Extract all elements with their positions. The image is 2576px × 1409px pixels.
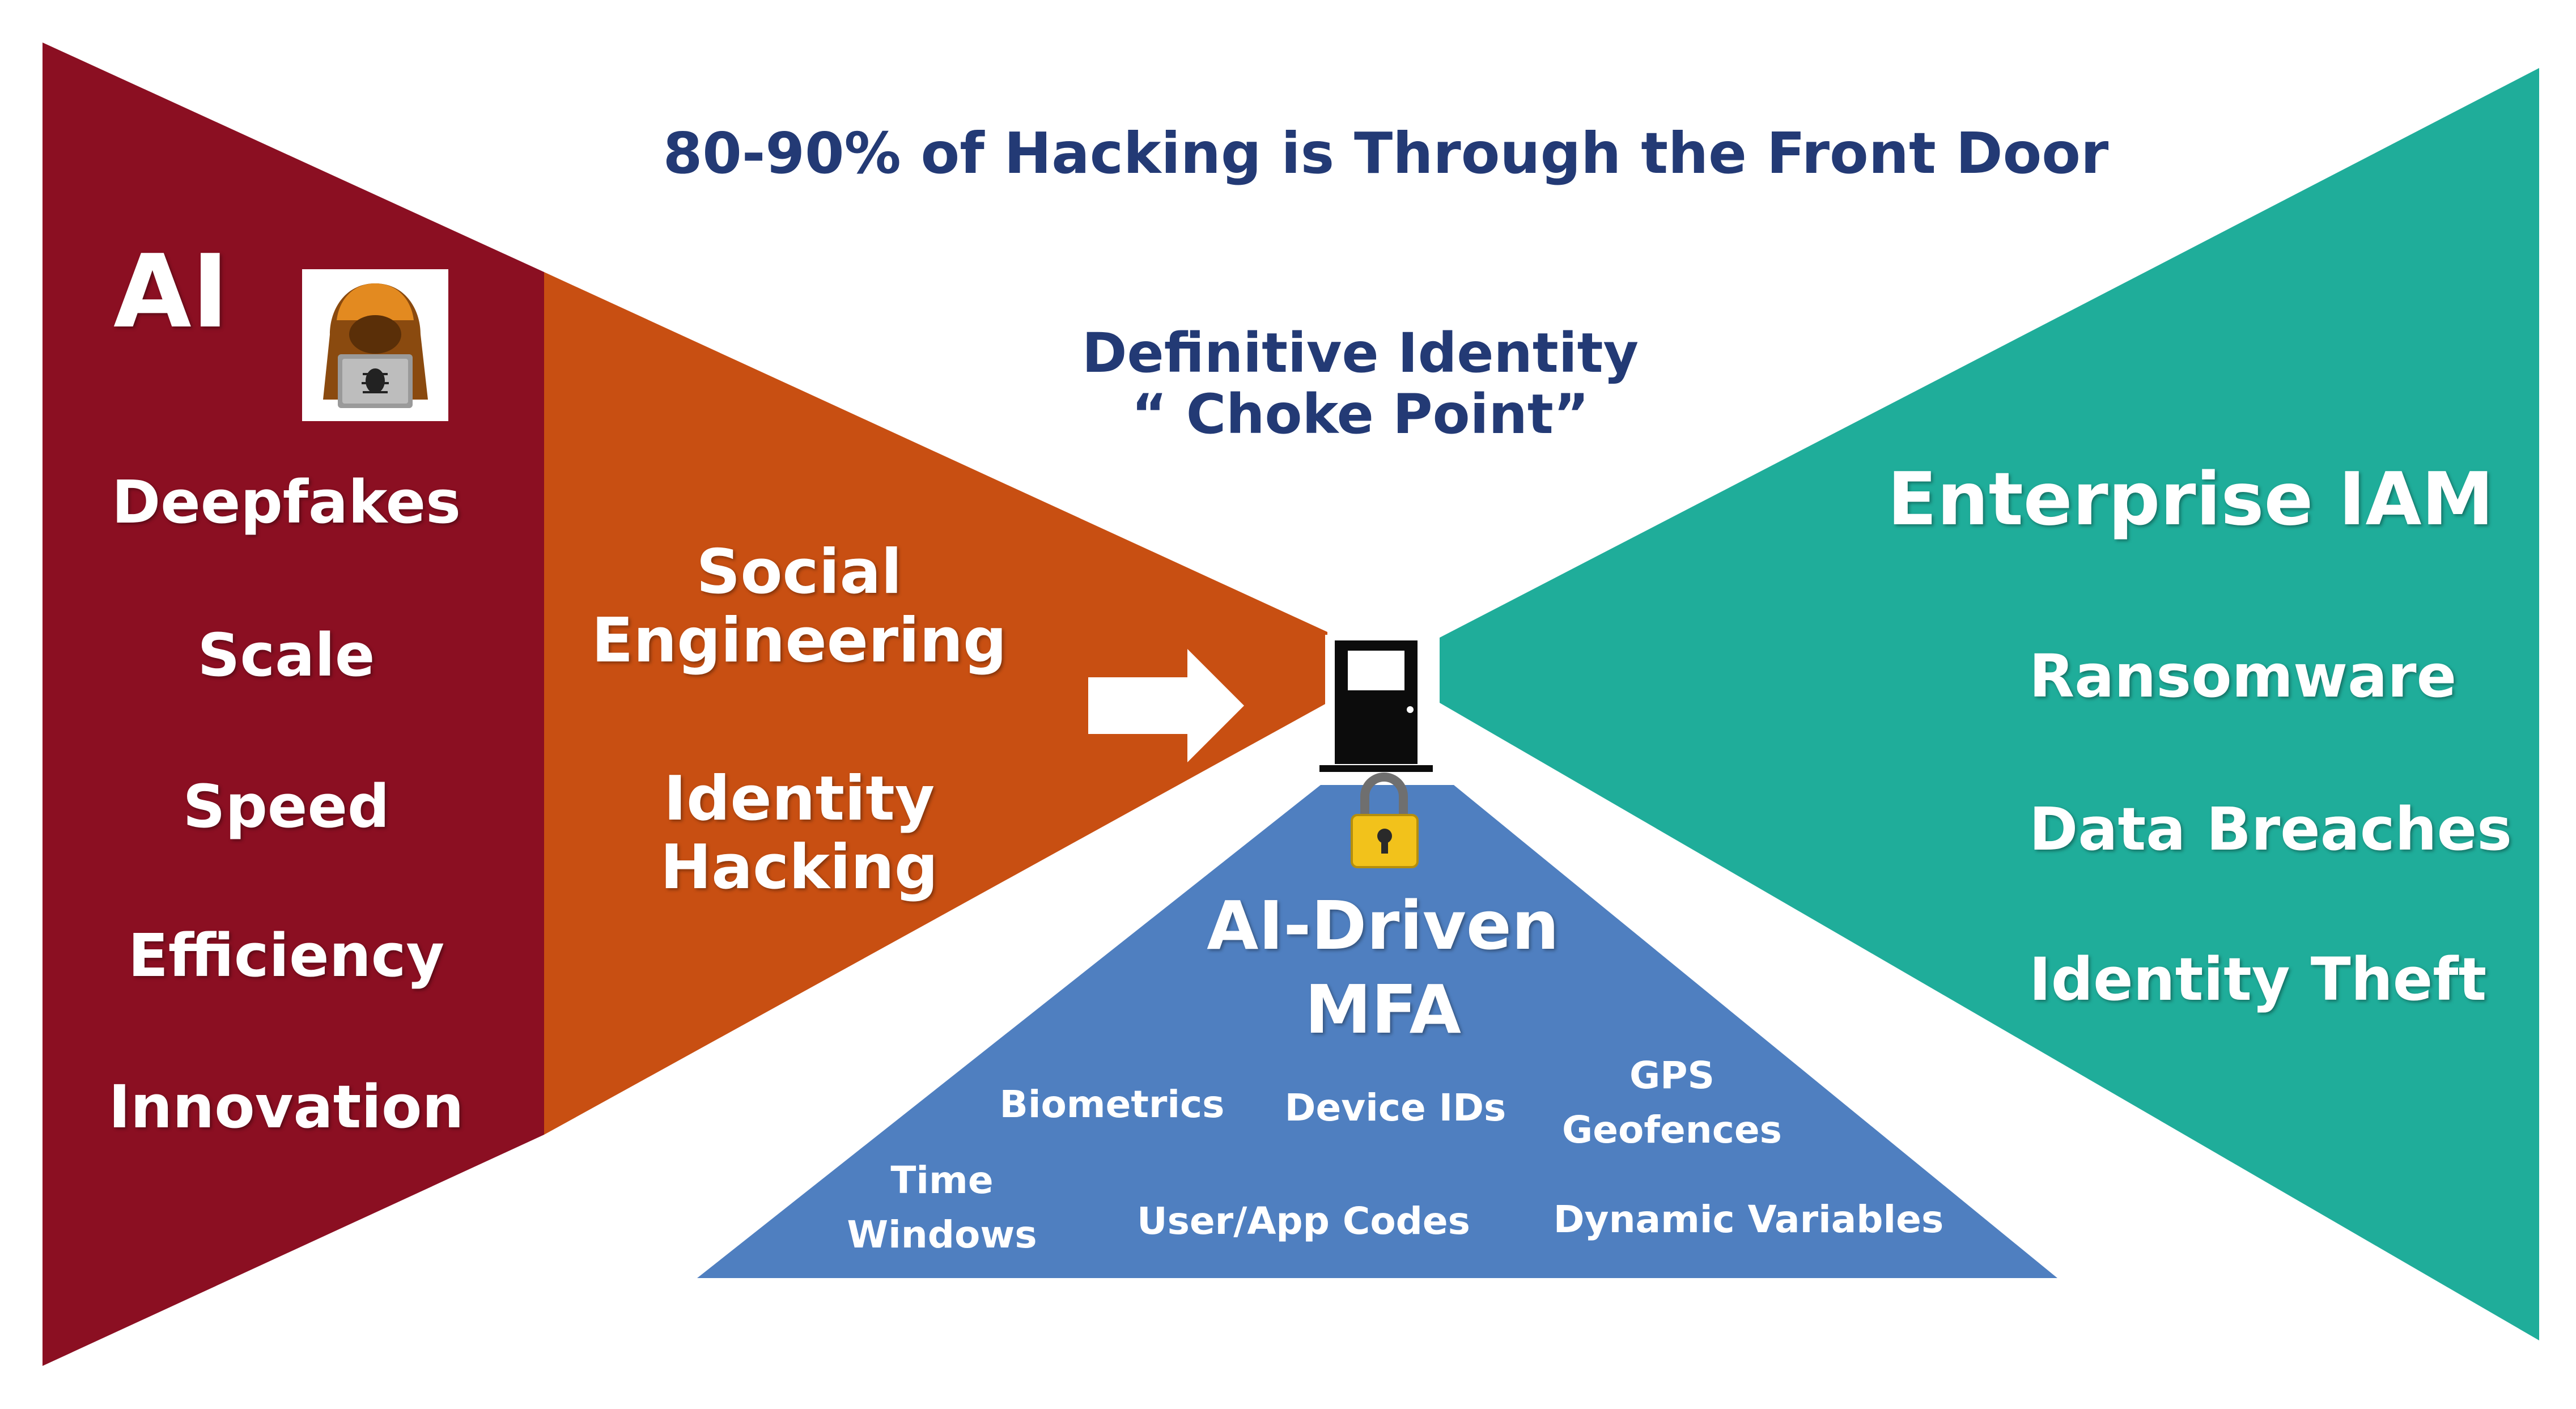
mfa-factor-gps-geofences: GPS Geofences [1562,1049,1782,1157]
ai-item-innovation: Innovation [108,1072,464,1141]
choke-point-label: Definitive Identity “ Choke Point” [1081,321,1639,446]
enterprise-item-data-breaches: Data Breaches [2029,795,2513,864]
mfa-factor-gps-line2: Geofences [1562,1107,1782,1152]
choke-point-line2: “ Choke Point” [1131,382,1589,446]
ai-item-deepfakes: Deepfakes [111,468,461,537]
padlock-icon [1351,773,1419,868]
mfa-factor-device-ids: Device IDs [1284,1086,1506,1130]
attack-wedge [544,272,1327,1135]
enterprise-item-identity-theft: Identity Theft [2029,945,2487,1014]
mfa-factor-biometrics: Biometrics [999,1083,1225,1126]
mfa-title-line1: AI-Driven [1207,886,1559,965]
social-engineering-line2: Engineering [591,605,1007,676]
mfa-factor-dynamic-variables: Dynamic Variables [1553,1198,1944,1241]
mfa-factor-time-windows: Time Windows [847,1153,1037,1262]
mfa-factor-user-app-codes: User/App Codes [1137,1199,1470,1243]
headline: 80-90% of Hacking is Through the Front D… [663,120,2109,186]
ai-item-speed: Speed [183,772,390,841]
identity-hacking-line1: Identity [663,763,935,834]
right-arrow-icon [1088,649,1244,762]
hooded-hacker-laptop-icon [302,269,448,421]
door-icon [1319,635,1433,772]
mfa-triangle-shape [697,785,2057,1278]
choke-point-line1: Definitive Identity [1081,321,1639,385]
ai-title: AI [113,233,229,350]
social-engineering-line1: Social [696,537,902,608]
mfa-factor-time-line2: Windows [847,1212,1037,1257]
enterprise-item-ransomware: Ransomware [2029,642,2457,711]
mfa-factor-gps-line1: GPS [1629,1054,1715,1097]
mfa-title: AI-Driven MFA [1207,884,1559,1051]
social-engineering-label: Social Engineering [592,538,1007,676]
enterprise-wedge [1440,68,2539,1340]
ai-item-efficiency: Efficiency [128,921,445,990]
ai-item-scale: Scale [197,621,375,690]
mfa-factor-time-line1: Time [890,1158,994,1202]
identity-hacking-line2: Hacking [660,831,939,903]
identity-hacking-label: Identity Hacking [660,765,938,902]
mfa-title-line2: MFA [1305,970,1461,1049]
enterprise-iam-title: Enterprise IAM [1887,457,2494,542]
